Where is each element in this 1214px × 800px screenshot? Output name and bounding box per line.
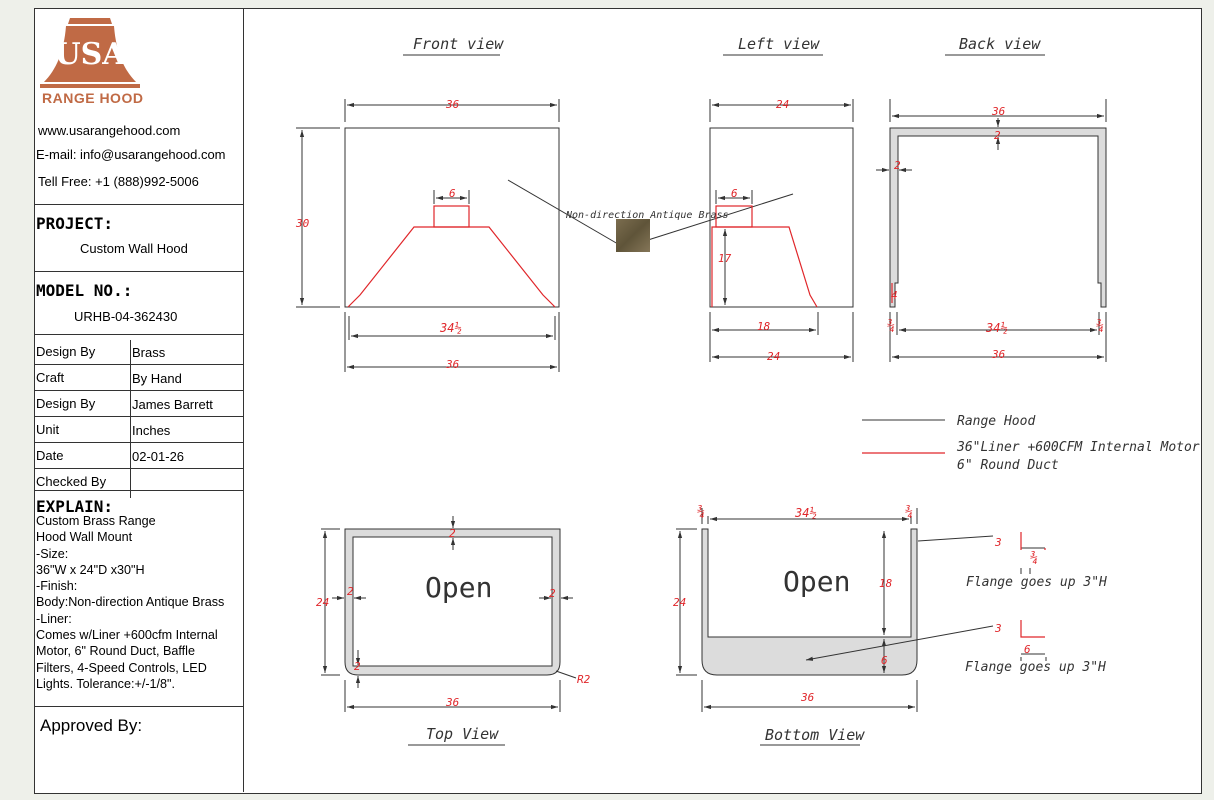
table-row-divider [34,364,243,365]
table-divider [130,340,131,498]
spec-key: Unit [36,422,60,437]
brand-subtitle: RANGE HOOD [42,90,144,106]
spec-key: Checked By [36,474,107,489]
table-row-divider [34,390,243,391]
approved-label: Approved By: [40,716,143,735]
spec-value: Inches [132,423,171,438]
table-row-divider [34,416,243,417]
website-text: www.usarangehood.com [38,123,181,138]
spec-value: By Hand [132,371,182,386]
email-text: E-mail: info@usarangehood.com [36,147,226,162]
model-label: MODEL NO.: [36,281,133,300]
svg-text:USA: USA [54,37,126,72]
table-row-divider [34,468,243,469]
phone-text: Tell Free: +1 (888)992-5006 [38,174,199,189]
spec-key: Design By [36,344,96,359]
divider [34,490,243,491]
table-row-divider [34,442,243,443]
title-block: USA RANGE HOOD www.usarangehood.com E-ma… [34,8,244,792]
spec-key: Craft [36,370,65,385]
divider [34,204,243,205]
spec-value: 02-01-26 [132,449,185,464]
divider [34,706,243,707]
spec-key: Date [36,448,64,463]
project-label: PROJECT: [36,214,114,233]
explain-label: EXPLAIN: [36,497,114,516]
usa-logo: USA [40,18,140,88]
divider [34,334,243,335]
project-value: Custom Wall Hood [80,241,188,256]
spec-value: James Barrett [132,397,213,412]
spec-key: Design By [36,396,96,411]
divider [34,271,243,272]
model-value: URHB-04-362430 [74,309,178,324]
spec-value: Brass [132,345,166,360]
explain-body: Custom Brass Range Hood Wall Mount -Size… [36,514,225,691]
